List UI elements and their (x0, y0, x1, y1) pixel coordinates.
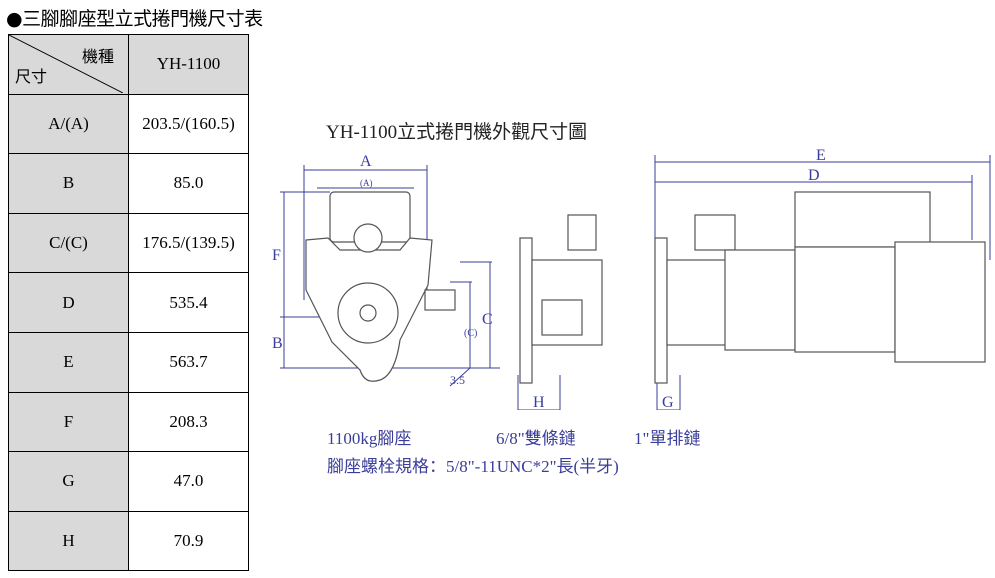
dim-label-e: E (816, 147, 826, 164)
row-key: E (8, 331, 129, 393)
row-value: 70.9 (128, 510, 249, 572)
dim-label-c: C (482, 311, 493, 328)
row-value: 85.0 (128, 153, 249, 214)
note-single-chain: 1"單排鏈 (634, 429, 701, 448)
dim-label-a-inner: (A) (360, 178, 373, 188)
dimension-header-label: 尺寸 (15, 67, 48, 87)
model-name-cell: YH-1100 (128, 34, 249, 95)
row-key: C/(C) (8, 212, 129, 274)
table-header-row: 機種 尺寸 YH-1100 (8, 34, 249, 95)
dim-label-f: F (272, 247, 281, 264)
note-base: 1100kg腳座 (327, 429, 412, 448)
row-key: H (8, 510, 129, 572)
row-key: D (8, 272, 129, 333)
dim-label-c-inner: (C) (464, 328, 477, 339)
table-row: C/(C)176.5/(139.5) (8, 212, 249, 274)
note-bolt-spec: 腳座螺栓規格：5/8"-11UNC*2"長(半牙) (327, 457, 619, 476)
table-row: A/(A)203.5/(160.5) (8, 93, 249, 155)
row-value: 176.5/(139.5) (128, 212, 249, 274)
dim-label-d: D (808, 167, 820, 184)
diagonal-divider (9, 35, 123, 94)
corner-header-cell: 機種 尺寸 (8, 34, 129, 95)
row-value: 563.7 (128, 331, 249, 393)
dim-label-g: G (662, 394, 674, 410)
dim-label-h: H (533, 394, 545, 410)
row-key: A/(A) (8, 93, 129, 155)
dim-label-a: A (360, 153, 372, 170)
row-key: F (8, 391, 129, 453)
side-view-machine (519, 214, 603, 384)
model-header-label: 機種 (81, 47, 114, 67)
row-value: 208.3 (128, 391, 249, 453)
dim-label-b: B (272, 335, 283, 352)
row-key: G (8, 451, 129, 512)
dimension-lines (280, 155, 991, 410)
row-value: 47.0 (128, 451, 249, 512)
drawing-title: YH-1100立式捲門機外觀尺寸圖 (326, 121, 587, 143)
dimension-drawing: YH-1100立式捲門機外觀尺寸圖 A (A) F (272, 121, 991, 410)
dim-label-gap: 3.5 (450, 373, 465, 387)
row-value: 203.5/(160.5) (128, 93, 249, 155)
page-title: ●三腳腳座型立式捲門機尺寸表 (6, 8, 263, 30)
row-key: B (8, 153, 129, 214)
note-double-chain: 6/8"雙條鏈 (496, 429, 576, 448)
rear-view-machine (654, 191, 986, 384)
row-value: 535.4 (128, 272, 249, 333)
front-view-machine (305, 191, 456, 382)
